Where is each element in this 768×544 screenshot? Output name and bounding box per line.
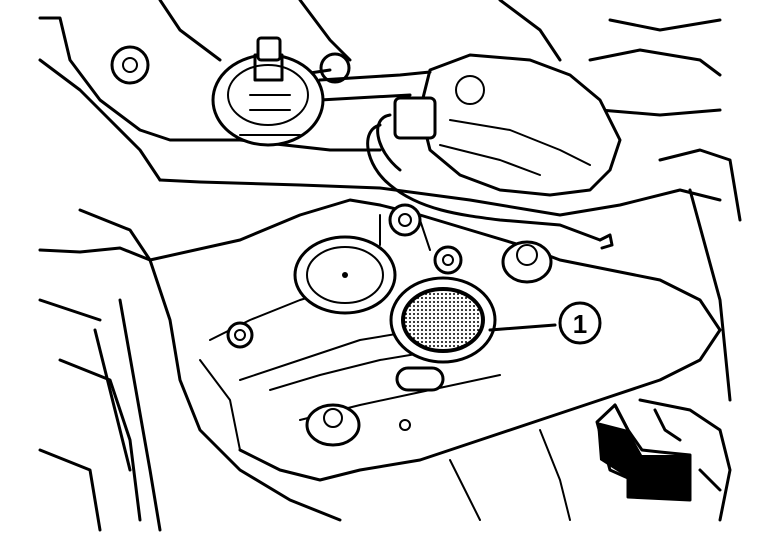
body-panels bbox=[38, 0, 742, 532]
lower-right-components bbox=[638, 398, 732, 522]
grommet-plain bbox=[293, 235, 397, 315]
drain-slot bbox=[395, 366, 445, 392]
callout-1: 1 bbox=[558, 301, 602, 345]
callout-leader-line bbox=[488, 323, 557, 332]
callout-number: 1 bbox=[573, 309, 587, 339]
strut-mount-nuts bbox=[226, 203, 553, 447]
front-direction-arrow-icon bbox=[595, 403, 692, 502]
wiper-motor-assembly bbox=[228, 52, 622, 250]
wiper-pivot bbox=[211, 36, 325, 147]
highlighted-grommet bbox=[389, 276, 497, 364]
cowl-bolt bbox=[110, 45, 150, 85]
strut-tower-plate bbox=[148, 198, 722, 521]
